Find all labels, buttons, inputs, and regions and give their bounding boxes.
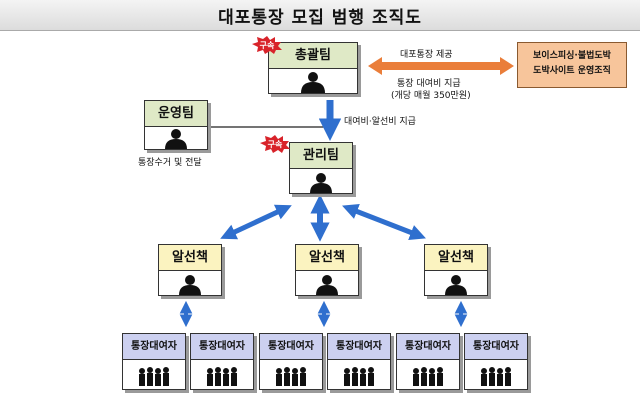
arrow-head-to-org — [368, 57, 514, 75]
mgmt-person-icon — [310, 173, 332, 193]
broker-label: 알선책 — [159, 245, 221, 271]
broker-person-icon — [179, 275, 201, 295]
head-person-icon — [301, 72, 325, 93]
lender-label: 통장대여자 — [397, 334, 459, 360]
lender-label: 통장대여자 — [260, 334, 322, 360]
lender-box: 통장대여자 — [259, 333, 323, 390]
crime-org-line2: 도박사이트 운영조직 — [533, 66, 611, 76]
crime-org-label: 보이스피싱·불법도박 도박사이트 운영조직 — [518, 43, 626, 79]
arrest-badge-head-text: 구속 — [259, 41, 275, 50]
people-group-icon — [276, 367, 306, 386]
mgmt-team-label: 관리팀 — [290, 143, 352, 169]
provide-label: 대포통장 제공 — [400, 50, 453, 60]
fee-label-line1: 통장 대여비 지급 — [397, 79, 461, 89]
crime-org-line1: 보이스피싱·불법도박 — [533, 51, 611, 61]
lender-label: 통장대여자 — [191, 334, 253, 360]
people-group-icon — [207, 367, 237, 386]
broker-box: 알선책 — [158, 244, 222, 296]
broker-person-icon — [316, 275, 338, 295]
crime-org-box: 보이스피싱·불법도박 도박사이트 운영조직 — [517, 42, 627, 88]
arrow-mgmt-broker-left — [220, 204, 292, 240]
people-group-icon — [481, 367, 511, 386]
ops-person-icon — [165, 129, 187, 149]
lender-label: 통장대여자 — [328, 334, 390, 360]
arrest-badge-mgmt-text: 구속 — [267, 140, 283, 149]
title-bar — [0, 0, 640, 31]
lender-box: 통장대여자 — [190, 333, 254, 390]
people-group-icon — [344, 367, 374, 386]
fee-label-line2: (개당 매월 350만원) — [391, 91, 471, 101]
burst-icon — [260, 135, 290, 153]
ops-team-label: 운영팀 — [145, 101, 207, 127]
broker-label: 알선책 — [296, 245, 358, 271]
lender-label: 통장대여자 — [465, 334, 527, 360]
mgmt-team-box: 관리팀 — [289, 142, 353, 194]
lender-box: 통장대여자 — [464, 333, 528, 390]
people-group-icon — [139, 367, 169, 386]
ops-note: 통장수거 및 전달 — [138, 158, 202, 168]
head-team-box: 총괄팀 — [268, 42, 358, 94]
page-title: 대포통장 모집 범행 조직도 — [218, 8, 422, 28]
lender-box: 통장대여자 — [396, 333, 460, 390]
lender-box: 통장대여자 — [122, 333, 186, 390]
arrow-mgmt-broker-right — [342, 204, 426, 240]
people-group-icon — [413, 367, 443, 386]
broker-box: 알선책 — [295, 244, 359, 296]
broker-person-icon — [445, 275, 467, 295]
ops-team-box: 운영팀 — [144, 100, 208, 150]
broker-fee-label: 대여비·알선비 지급 — [344, 117, 416, 127]
burst-icon — [252, 36, 282, 54]
broker-label: 알선책 — [425, 245, 487, 271]
head-team-label: 총괄팀 — [269, 43, 357, 69]
lender-label: 통장대여자 — [123, 334, 185, 360]
broker-box: 알선책 — [424, 244, 488, 296]
arrest-badge-mgmt: 구속 — [260, 135, 290, 153]
arrest-badge-head: 구속 — [252, 36, 282, 54]
lender-box: 통장대여자 — [327, 333, 391, 390]
